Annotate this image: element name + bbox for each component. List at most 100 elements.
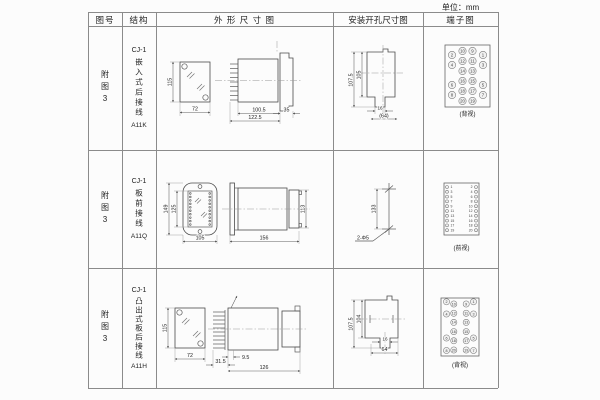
structure-code: A11K xyxy=(131,122,147,129)
dim-total-depth: 122.5 xyxy=(248,115,261,121)
table-border xyxy=(88,12,498,13)
figure-cell-row1: 附图3 xyxy=(88,26,122,150)
glass-hatch-mark xyxy=(192,330,201,338)
column-header-structure: 结构 xyxy=(129,15,149,25)
model-label: CJ-1 xyxy=(131,286,147,294)
terminal-pin-number: 5 xyxy=(482,83,485,88)
table-border xyxy=(88,26,498,27)
terminal-pin-number: 2 xyxy=(471,185,473,189)
terminal-pin-number: 3 xyxy=(472,312,474,316)
dim-tab-width: 16 xyxy=(377,106,383,111)
dim-tab-width: 16 xyxy=(382,337,388,342)
terminal-dot xyxy=(208,206,211,209)
table-border xyxy=(423,12,424,388)
terminal-pin xyxy=(458,77,467,85)
terminal-pin xyxy=(445,190,449,194)
terminal-pin xyxy=(445,218,449,223)
dim-body-depth: 126 xyxy=(260,365,269,371)
terminal-pin xyxy=(445,199,449,204)
terminal-pin xyxy=(458,97,467,105)
terminal-pin xyxy=(445,214,449,218)
terminal-pin xyxy=(458,87,467,95)
structure-code: A11H xyxy=(131,362,147,370)
terminal-pin xyxy=(474,218,478,223)
terminal-pin-number: 12 xyxy=(460,59,465,64)
structure-cell-row2: CJ-1 板前接线 A11Q xyxy=(122,150,156,268)
terminal-dot xyxy=(208,192,211,195)
terminal-pin xyxy=(445,209,449,213)
terminal-pin-number: 3 xyxy=(451,190,453,194)
dim-body-depth: 100.5 xyxy=(252,108,265,114)
terminal-dot xyxy=(189,209,192,212)
terminal-pin-number: 17 xyxy=(470,89,475,94)
model-label: CJ-1 xyxy=(131,178,147,185)
terminal-pin xyxy=(468,47,477,55)
terminal-pin xyxy=(470,334,477,342)
terminal-pin-number: 2 xyxy=(451,53,454,58)
dim-inner-height: 105 xyxy=(357,71,363,80)
terminal-dot xyxy=(208,202,211,206)
terminal-pin-number: 13 xyxy=(451,214,455,218)
terminal-dot xyxy=(208,219,211,223)
terminal-pin-number: 18 xyxy=(460,89,465,94)
terminal-pin-number: 10 xyxy=(452,302,456,306)
terminal-pin-number: 6 xyxy=(445,336,447,340)
terminal-pin-number: 10 xyxy=(460,49,465,54)
column-header-mounting: 安装开孔尺寸图 xyxy=(348,15,408,25)
column-header-outline: 外 形 尺 寸 图 xyxy=(214,15,275,25)
structure-code: A11Q xyxy=(130,233,148,240)
terminal-dot xyxy=(208,223,211,226)
table-border xyxy=(88,268,498,269)
terminal-pin-number: 9 xyxy=(471,49,474,54)
terminal-pin-number: 15 xyxy=(470,79,475,84)
terminal-pin xyxy=(474,190,478,194)
terminal-dot xyxy=(189,216,192,219)
terminal-pin xyxy=(450,300,458,308)
dim-pin-depth: 9.5 xyxy=(242,355,249,361)
model-label: CJ-1 xyxy=(131,47,147,54)
terminal-pin-number: 1 xyxy=(472,300,474,304)
terminal-pin xyxy=(470,310,477,318)
terminal-dot xyxy=(189,199,192,202)
dim-front-height: 115 xyxy=(168,78,174,86)
glass-hatch-mark xyxy=(181,317,190,325)
dim-span: (64) xyxy=(379,114,389,120)
terminal-pin xyxy=(462,346,470,354)
table-border xyxy=(88,388,498,389)
terminal-pin-number: 4 xyxy=(451,63,454,68)
dim-span: 64 xyxy=(382,347,388,353)
terminal-pin xyxy=(462,328,470,335)
column-header-figure: 图号 xyxy=(95,15,115,25)
unit-label: 单位：mm xyxy=(441,3,480,12)
terminal-pin-number: 11 xyxy=(470,59,475,64)
terminal-pin-number: 16 xyxy=(460,79,465,84)
terminal-pin xyxy=(462,337,470,345)
terminal-pin-number: 12 xyxy=(452,311,456,315)
terminal-pin-number: 15 xyxy=(464,330,468,334)
terminal-pin xyxy=(474,199,478,204)
terminal-pin-number: 19 xyxy=(464,348,468,352)
terminal-dot xyxy=(189,192,192,195)
terminal-pin xyxy=(474,185,478,189)
structure-cell-row1: CJ-1 嵌入式后接线 A11K xyxy=(122,26,156,150)
terminal-dot xyxy=(208,199,211,202)
terminal-dot xyxy=(189,195,192,199)
terminal-pin xyxy=(468,97,477,105)
terminal-pin-number: 11 xyxy=(464,311,468,315)
table-border xyxy=(156,12,157,388)
terminal-pin xyxy=(468,67,477,75)
terminal-pin-number: 18 xyxy=(469,224,473,228)
terminal-pin xyxy=(458,57,467,65)
terminal-pin xyxy=(470,298,477,306)
dim-front-height: 149 xyxy=(164,205,170,214)
terminal-pin xyxy=(479,91,487,99)
terminal-dot xyxy=(208,195,211,199)
terminal-pin xyxy=(462,309,470,317)
outline-diagram-row3: 115 72 9.5 31.5 126 xyxy=(162,295,308,374)
terminal-pin-number: 7 xyxy=(451,200,453,204)
terminal-pin xyxy=(443,334,450,342)
